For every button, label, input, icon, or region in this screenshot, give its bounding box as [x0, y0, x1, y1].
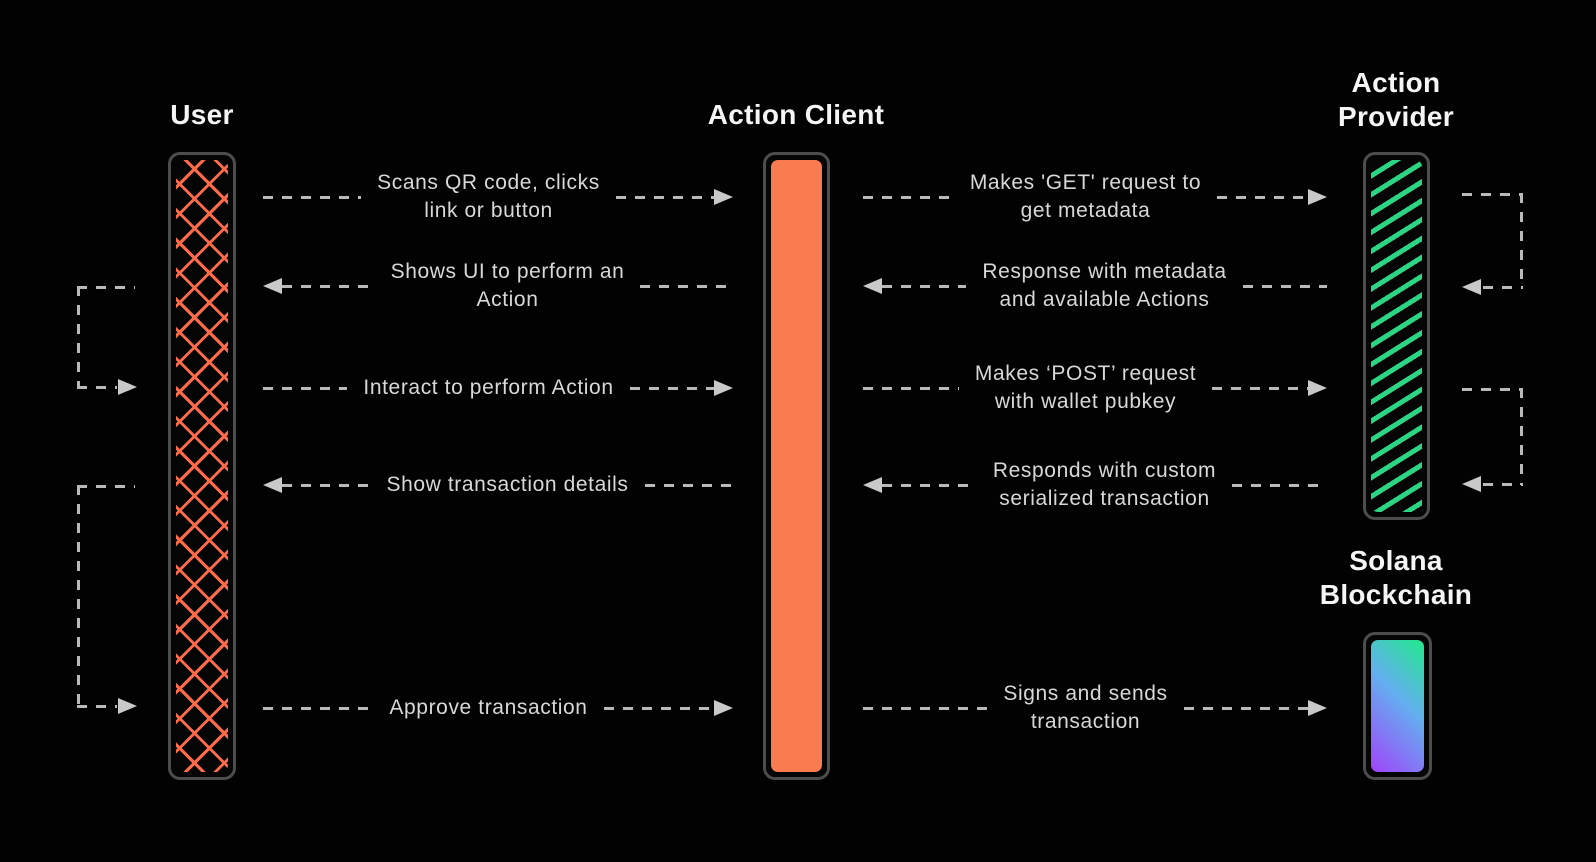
dashed-line: [77, 485, 135, 488]
dashed-line: [1242, 284, 1327, 288]
dashed-line: [644, 483, 733, 487]
actor-title-line: Solana: [1349, 545, 1443, 576]
actor-title-action-provider: Action Provider: [1296, 66, 1496, 134]
message-label: Signs and sends transaction: [1003, 682, 1168, 733]
dashed-line: [1183, 706, 1308, 710]
dashed-line: [1217, 195, 1308, 199]
arrow-left-icon: [263, 477, 282, 493]
message-label: Approve transaction: [389, 696, 588, 719]
message-approve-transaction: Approve transaction: [263, 694, 733, 722]
dashed-line: [77, 286, 135, 289]
arrow-left-icon: [863, 278, 882, 294]
message-responds-serialized-transaction: Responds with custom serialized transact…: [863, 457, 1328, 513]
message-label: Show transaction details: [386, 473, 629, 496]
arrow-left-icon: [263, 278, 282, 294]
user-loop-shows-to-interact: [77, 286, 137, 395]
message-signs-and-sends: Signs and sends transaction: [863, 680, 1327, 736]
arrow-right-icon: [714, 380, 733, 396]
message-post-request: Makes ‘POST’ request with wallet pubkey: [863, 360, 1328, 416]
user-crosshatch-pattern: [176, 160, 228, 772]
dashed-line: [1520, 193, 1523, 288]
dashed-line: [1520, 388, 1523, 485]
dashed-line: [1483, 286, 1523, 289]
message-response-metadata: Response with metadata and available Act…: [863, 258, 1327, 314]
provider-loop-post-to-responds: [1462, 388, 1523, 492]
message-get-request: Makes 'GET' request to get metadata: [863, 169, 1327, 225]
arrow-right-icon: [118, 379, 137, 395]
arrow-right-icon: [118, 698, 137, 714]
actor-title-action-client: Action Client: [707, 99, 885, 130]
dashed-line: [77, 705, 117, 708]
dashed-line: [863, 706, 988, 710]
dashed-line: [77, 485, 80, 707]
user-lifeline-bar: [168, 152, 236, 780]
message-label: Makes ‘POST’ request with wallet pubkey: [974, 362, 1197, 413]
dashed-line: [640, 284, 734, 288]
message-scans-qr-code: Scans QR code, clicks link or button: [263, 169, 734, 225]
dashed-line: [863, 195, 954, 199]
action-client-fill: [771, 160, 822, 772]
dashed-line: [77, 386, 117, 389]
dashed-line: [1483, 483, 1523, 486]
dashed-line: [882, 284, 967, 288]
message-label: Response with metadata and available Act…: [982, 260, 1227, 311]
actor-title-user: User: [170, 99, 234, 130]
actor-title-line: Provider: [1338, 101, 1454, 132]
action-client-lifeline-bar: [763, 152, 830, 780]
dashed-line: [1232, 483, 1328, 487]
dashed-line: [1462, 193, 1523, 196]
dashed-line: [263, 386, 348, 390]
actor-title-line: Action: [1351, 67, 1441, 98]
dashed-line: [615, 195, 715, 199]
provider-loop-get-to-response: [1462, 193, 1523, 295]
message-label: Makes 'GET' request to get metadata: [969, 171, 1202, 222]
arrow-right-icon: [1308, 189, 1327, 205]
arrow-left-icon: [1462, 279, 1481, 295]
dashed-line: [282, 483, 371, 487]
arrow-left-icon: [1462, 476, 1481, 492]
message-interact: Interact to perform Action: [263, 374, 733, 402]
message-show-transaction-details: Show transaction details: [263, 471, 733, 499]
dashed-line: [263, 195, 362, 199]
arrow-left-icon: [863, 477, 882, 493]
arrow-right-icon: [1308, 700, 1327, 716]
message-label: Interact to perform Action: [363, 376, 614, 399]
message-label: Responds with custom serialized transact…: [992, 459, 1217, 510]
dashed-line: [77, 286, 80, 388]
dashed-line: [603, 706, 714, 710]
arrow-right-icon: [714, 189, 734, 205]
dashed-line: [882, 483, 977, 487]
dashed-line: [282, 284, 375, 288]
dashed-line: [1212, 386, 1309, 390]
dashed-line: [629, 386, 714, 390]
action-provider-lifeline-bar: [1363, 152, 1430, 520]
actor-title-solana-blockchain: Solana Blockchain: [1283, 544, 1509, 612]
solana-gradient-fill: [1371, 640, 1424, 772]
dashed-line: [263, 706, 374, 710]
message-label: Shows UI to perform an Action: [390, 260, 625, 311]
actor-title-line: Blockchain: [1319, 579, 1473, 610]
dashed-line: [863, 386, 959, 390]
action-provider-stripe-pattern: [1371, 160, 1422, 512]
arrow-right-icon: [714, 700, 733, 716]
message-shows-ui: Shows UI to perform an Action: [263, 258, 734, 314]
user-loop-details-to-approve: [77, 485, 137, 714]
arrow-right-icon: [1308, 380, 1328, 396]
dashed-line: [1462, 388, 1523, 391]
solana-blockchain-bar: [1363, 632, 1432, 780]
message-label: Scans QR code, clicks link or button: [377, 171, 600, 222]
